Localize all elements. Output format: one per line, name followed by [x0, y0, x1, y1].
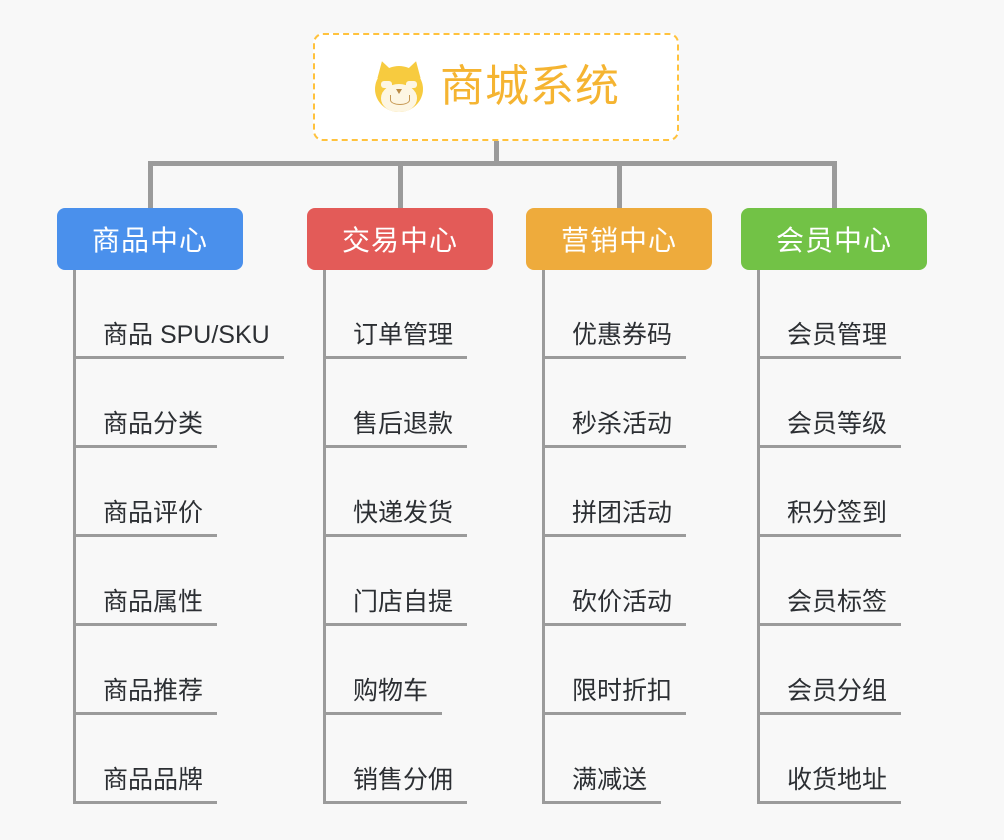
branch-column-marketing-center: 营销中心 优惠券码 秒杀活动 拼团活动 砍价活动 限时折扣 满减送 — [526, 208, 712, 804]
leaf-label: 优惠券码 — [542, 321, 687, 359]
leaf-label: 快递发货 — [323, 499, 468, 537]
leaf-item[interactable]: 收货地址 — [741, 715, 927, 804]
leaf-item[interactable]: 优惠券码 — [526, 270, 712, 359]
leaf-list-trade-center: 订单管理 售后退款 快递发货 门店自提 购物车 销售分佣 — [307, 270, 493, 804]
leaf-label: 会员管理 — [757, 321, 902, 359]
leaf-label: 订单管理 — [323, 321, 468, 359]
leaf-item[interactable]: 限时折扣 — [526, 626, 712, 715]
leaf-item[interactable]: 订单管理 — [307, 270, 493, 359]
leaf-item[interactable]: 门店自提 — [307, 537, 493, 626]
connector-drop-branch-1 — [148, 161, 153, 208]
leaf-item[interactable]: 会员标签 — [741, 537, 927, 626]
leaf-label: 会员等级 — [757, 410, 902, 448]
leaf-item[interactable]: 商品推荐 — [57, 626, 284, 715]
branch-spine-4 — [757, 270, 760, 804]
leaf-label: 商品推荐 — [73, 677, 218, 715]
branch-header-member-center[interactable]: 会员中心 — [741, 208, 927, 270]
leaf-label: 拼团活动 — [542, 499, 687, 537]
leaf-item[interactable]: 积分签到 — [741, 448, 927, 537]
leaf-label: 门店自提 — [323, 588, 468, 626]
leaf-item[interactable]: 拼团活动 — [526, 448, 712, 537]
branch-header-product-center[interactable]: 商品中心 — [57, 208, 243, 270]
leaf-label: 砍价活动 — [542, 588, 687, 626]
leaf-item[interactable]: 会员分组 — [741, 626, 927, 715]
branch-header-marketing-center[interactable]: 营销中心 — [526, 208, 712, 270]
leaf-label: 购物车 — [323, 677, 443, 715]
leaf-item[interactable]: 商品评价 — [57, 448, 284, 537]
leaf-item[interactable]: 秒杀活动 — [526, 359, 712, 448]
connector-root-stem — [494, 141, 499, 163]
leaf-label: 会员分组 — [757, 677, 902, 715]
leaf-item[interactable]: 商品分类 — [57, 359, 284, 448]
branch-column-product-center: 商品中心 商品 SPU/SKU 商品分类 商品评价 商品属性 商品推荐 商品品牌 — [57, 208, 284, 804]
leaf-item[interactable]: 售后退款 — [307, 359, 493, 448]
leaf-label: 商品评价 — [73, 499, 218, 537]
leaf-item[interactable]: 商品品牌 — [57, 715, 284, 804]
leaf-list-product-center: 商品 SPU/SKU 商品分类 商品评价 商品属性 商品推荐 商品品牌 — [57, 270, 284, 804]
root-node[interactable]: 商城系统 — [313, 33, 679, 141]
leaf-list-member-center: 会员管理 会员等级 积分签到 会员标签 会员分组 收货地址 — [741, 270, 927, 804]
leaf-item[interactable]: 购物车 — [307, 626, 493, 715]
leaf-item[interactable]: 商品 SPU/SKU — [57, 270, 284, 359]
leaf-label: 商品属性 — [73, 588, 218, 626]
leaf-label: 积分签到 — [757, 499, 902, 537]
branch-spine-3 — [542, 270, 545, 804]
connector-drop-branch-2 — [398, 161, 403, 208]
leaf-item[interactable]: 会员管理 — [741, 270, 927, 359]
leaf-label: 收货地址 — [757, 766, 902, 804]
branch-column-member-center: 会员中心 会员管理 会员等级 积分签到 会员标签 会员分组 收货地址 — [741, 208, 927, 804]
leaf-item[interactable]: 销售分佣 — [307, 715, 493, 804]
connector-horizontal-bar — [148, 161, 837, 166]
leaf-item[interactable]: 快递发货 — [307, 448, 493, 537]
branch-spine-1 — [73, 270, 76, 804]
branch-header-trade-center[interactable]: 交易中心 — [307, 208, 493, 270]
connector-drop-branch-4 — [832, 161, 837, 208]
shiba-inu-dog-face-icon — [372, 58, 426, 114]
leaf-item[interactable]: 砍价活动 — [526, 537, 712, 626]
leaf-item[interactable]: 会员等级 — [741, 359, 927, 448]
leaf-label: 售后退款 — [323, 410, 468, 448]
leaf-list-marketing-center: 优惠券码 秒杀活动 拼团活动 砍价活动 限时折扣 满减送 — [526, 270, 712, 804]
leaf-label: 商品 SPU/SKU — [73, 321, 284, 359]
leaf-item[interactable]: 满减送 — [526, 715, 712, 804]
root-title: 商城系统 — [440, 62, 620, 111]
leaf-label: 会员标签 — [757, 588, 902, 626]
leaf-label: 满减送 — [542, 766, 662, 804]
branch-column-trade-center: 交易中心 订单管理 售后退款 快递发货 门店自提 购物车 销售分佣 — [307, 208, 493, 804]
branch-spine-2 — [323, 270, 326, 804]
leaf-item[interactable]: 商品属性 — [57, 537, 284, 626]
leaf-label: 商品品牌 — [73, 766, 218, 804]
leaf-label: 秒杀活动 — [542, 410, 687, 448]
leaf-label: 销售分佣 — [323, 766, 468, 804]
leaf-label: 限时折扣 — [542, 677, 687, 715]
connector-drop-branch-3 — [617, 161, 622, 208]
leaf-label: 商品分类 — [73, 410, 218, 448]
